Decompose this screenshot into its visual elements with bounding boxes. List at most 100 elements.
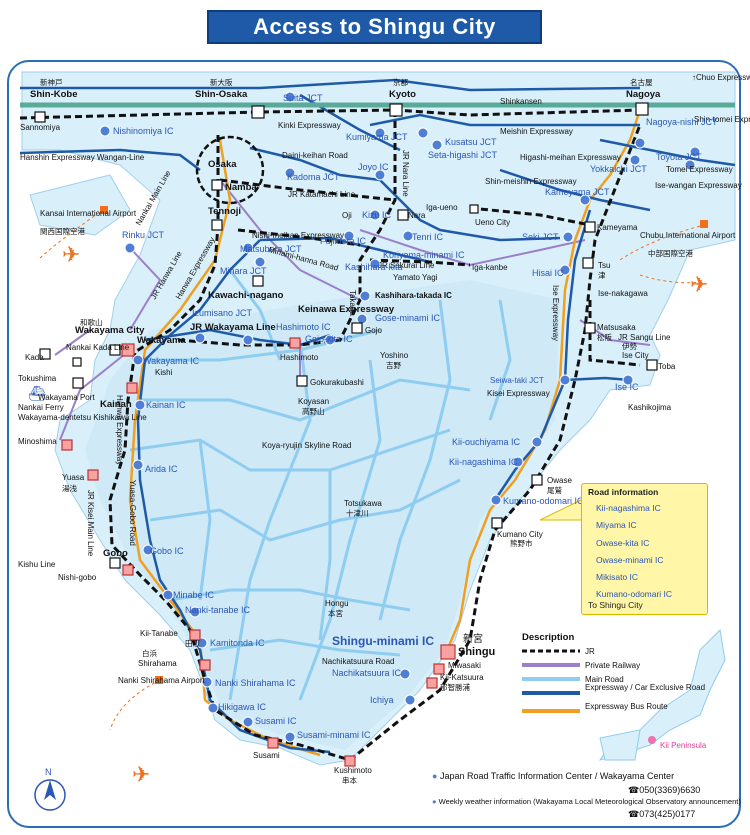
label-shirahama-jp: 白浜	[142, 648, 157, 658]
road-info-item: Mikisato IC	[596, 572, 639, 582]
label-toyota: Toyota JCT	[656, 152, 702, 162]
label-kii-nagashima: Kii-nagashima IC	[449, 457, 518, 467]
label-minabe: Minabe IC	[173, 590, 215, 600]
label-jr-katamachi: JR Katamachi Line	[288, 190, 356, 199]
label-kinki-exp-1: Kinki Expressway	[278, 121, 341, 130]
airport-icons: ✈ ✈ ✈	[39, 206, 708, 788]
weather-info-text: Weekly weather information (Wakayama Loc…	[438, 797, 741, 806]
label-kada: Kada	[25, 353, 44, 362]
label-jr-wakayama: JR Wakayama Line	[190, 322, 276, 333]
label-oji: Oji	[342, 211, 352, 220]
label-gokurakubashi: Gokurakubashi	[310, 378, 364, 387]
label-daini-keihan: Daini-keihan Road	[282, 151, 348, 160]
label-wakayama-city: Wakayama City	[75, 325, 145, 336]
label-kansai-airport: Kansai International Airport	[40, 209, 137, 218]
road-info-item: Miyama IC	[596, 520, 637, 530]
label-yuasa: Yuasa	[62, 473, 85, 482]
label-kizu: Kizu IC	[362, 210, 392, 220]
weather-info-line: ● Weekly weather information (Wakayama L…	[432, 797, 741, 806]
label-higashi-meihan: Higashi-meihan Expressway	[520, 153, 621, 162]
label-iga-ueno: Iga-ueno	[426, 203, 458, 212]
label-iga-kanbe: Iga-kanbe	[472, 263, 508, 272]
label-yuasa-jp: 湯浅	[62, 483, 77, 493]
label-nishi-gobo: Nishi-gobo	[58, 573, 97, 582]
label-yuasa-gobo: Yuasa-Gobo Road	[128, 480, 137, 546]
label-ichiya: Ichiya	[370, 695, 394, 705]
label-ise-exp: Ise Expressway	[551, 285, 560, 341]
traffic-phone: ☎050(3369)6630	[628, 785, 701, 795]
label-nachikatsuura-ic: Nachikatsuura IC	[332, 668, 402, 678]
label-shin-meishin: Shin-meishin Expressway	[485, 177, 577, 186]
label-nishinomiya-ic: Nishinomiya IC	[113, 126, 174, 136]
label-kansai-airport-jp: 関西国際空港	[40, 226, 85, 236]
plane-icon-kansai: ✈	[62, 243, 80, 268]
label-namba: Namba	[225, 182, 257, 193]
label-hashimoto: Hashimoto	[280, 353, 319, 362]
label-ueno-city: Ueno City	[475, 218, 510, 227]
label-kisei-main: JR Kisei Main Line	[86, 490, 95, 557]
label-kashikojima: Kashikojima	[628, 403, 672, 412]
label-yokkaichi: Yokkaichi JCT	[590, 164, 647, 174]
label-nankai-ferry: Nankai Ferry	[18, 403, 64, 412]
label-kamitonda: Kamitonda IC	[210, 638, 265, 648]
label-hisai: Hisai IC	[532, 268, 564, 278]
compass-label: N	[45, 767, 52, 777]
label-jr-sakurai: JR Sakurai Line	[378, 261, 435, 270]
label-tsu-jp: 津	[598, 271, 606, 280]
label-shingu-jp: 新宮	[463, 632, 483, 645]
label-susami-ic: Susami IC	[255, 716, 297, 726]
label-mihara: Mihara JCT	[220, 266, 267, 276]
label-shin-kobe: Shin-Kobe	[30, 89, 78, 100]
label-jr-sangu: JR Sangu Line	[618, 333, 671, 342]
kii-peninsula	[85, 280, 560, 750]
label-kumano-odomari: Kumano-odomari IC	[503, 496, 584, 506]
label-arida: Arida IC	[145, 464, 178, 474]
weather-phone: ☎073(425)0177	[628, 809, 696, 819]
legend-title: Description	[522, 632, 574, 643]
label-chubu-airport-jp: 中部国際空港	[648, 248, 693, 258]
label-seiwa-taki: Seiwa-taki JCT	[490, 376, 544, 385]
label-kumano-city-jp: 熊野市	[510, 538, 533, 548]
label-susami: Susami	[253, 751, 280, 760]
label-ise-wangan: Ise-wangan Expressway	[655, 181, 742, 190]
label-nanki-shirahama-airport-1: Nanki Shirahama Airport	[118, 676, 205, 685]
label-kumiyama: Kumiyama JCT	[346, 132, 408, 142]
label-koriyama-minami: Koriyama-minami IC	[383, 250, 465, 260]
label-shin-kobe-jp: 新神戸	[40, 77, 63, 87]
label-shinkansen: Shinkansen	[500, 97, 542, 106]
label-ise-city-jp: 伊勢	[622, 341, 637, 351]
label-kashihara-takada-ic: Kashihara-takada IC	[375, 291, 452, 300]
title-banner: Access to Shingu City	[207, 10, 542, 44]
road-info-title: Road information	[588, 487, 659, 497]
legend-expressway: Expressway / Car Exclusive Road	[585, 683, 705, 692]
label-sannomiya: Sannomiya	[20, 123, 61, 132]
label-tsu: Tsu	[598, 261, 610, 270]
label-yoshino-jp: 吉野	[386, 361, 401, 370]
compass-icon: N	[34, 767, 66, 811]
label-meishin: Meishin Expressway	[500, 127, 573, 136]
label-hikigawa: Hikigawa IC	[218, 702, 267, 712]
label-kii-katsuura: Kii-Katsuura	[440, 673, 484, 682]
legend-bus: Expressway Bus Route	[585, 702, 668, 711]
label-nanki-tanabe: Nanki-tanabe IC	[185, 605, 251, 615]
label-kii-katsuura-jp: 那智勝浦	[440, 682, 470, 692]
label-nankai-kada: Nankai Kada Line	[66, 343, 130, 352]
label-nagoya: Nagoya	[626, 89, 661, 100]
label-shingu: Shingu	[458, 646, 495, 658]
label-nanki-shirahama-ic: Nanki Shirahama IC	[215, 678, 296, 688]
label-owase-jp: 尾鷲	[547, 485, 562, 495]
road-info-destination: To Shingu City	[588, 600, 643, 610]
label-tennoji: Tennoji	[208, 206, 241, 217]
legend-main-road: Main Road	[585, 675, 624, 684]
label-hashimoto-ic: Hashimoto IC	[276, 322, 331, 332]
traffic-info-line: ● Japan Road Traffic Information Center …	[432, 771, 675, 781]
label-shin-tomei: Shin-tomei Expressway→	[694, 115, 750, 124]
label-shin-osaka-jp: 新大阪	[210, 77, 233, 87]
station-markers	[34, 102, 658, 569]
label-wakayama-jp: 和歌山	[80, 317, 103, 327]
label-kainan: Kainan	[100, 399, 132, 410]
label-kashihara-kita: Kashihara-kita	[345, 262, 403, 272]
label-rinku: Rinku JCT	[122, 230, 165, 240]
label-nachikatsuura-road: Nachikatsuura Road	[322, 657, 394, 666]
